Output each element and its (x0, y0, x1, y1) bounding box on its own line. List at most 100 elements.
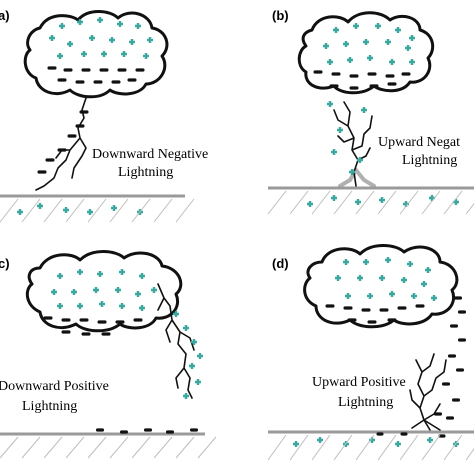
plus-charge-icon (77, 269, 83, 275)
panel-c-caption-line1: Downward Positive (0, 379, 109, 394)
plus-charge-icon (317, 437, 323, 443)
plus-charge-icon (139, 273, 145, 279)
plus-charge-icon (99, 301, 105, 307)
plus-charge-icon (57, 53, 63, 59)
plus-charge-icon (425, 267, 431, 273)
ground-hatch-line (87, 436, 107, 459)
plus-charge-icon (307, 201, 313, 207)
minus-charge-icon (385, 74, 395, 78)
panel-c: c) Downward Positive Lightning (0, 250, 205, 436)
plus-charge-icon (195, 379, 201, 385)
plus-charge-icon (405, 45, 411, 51)
panel-b-caption-line1: Upward Negat (378, 135, 460, 150)
ground-hatch-line (311, 190, 331, 215)
plus-charge-icon (119, 269, 125, 275)
ground-hatch-line (465, 202, 474, 215)
plus-charge-icon (323, 43, 329, 49)
minus-charge-icon (379, 308, 389, 312)
ground-hatch-line (421, 190, 441, 215)
minus-charge-icon (458, 338, 466, 342)
panel-c-lightning-bolt (157, 283, 195, 399)
plus-charge-icon (77, 303, 83, 309)
panel-b-lightning-bolt (333, 101, 373, 187)
minus-charge-icon (376, 432, 384, 436)
minus-charge-icon (75, 124, 85, 128)
panel-a-caption-line1: Downward Negative (92, 147, 208, 162)
plus-charge-icon (101, 51, 107, 57)
plus-charge-icon (389, 291, 395, 297)
plus-charge-icon (331, 149, 337, 155)
plus-charge-icon (389, 59, 395, 65)
panel-a-lightning-bolt (35, 97, 87, 191)
plus-charge-icon (431, 295, 437, 301)
minus-charge-icon (452, 398, 460, 402)
ground-hatch-line (21, 198, 41, 223)
plus-charge-icon (345, 293, 351, 299)
ground-hatch-line (153, 198, 173, 223)
minus-charge-icon (442, 382, 450, 386)
plus-charge-icon (407, 261, 413, 267)
ground-hatch-line (289, 434, 309, 461)
ground-hatch-line (443, 434, 463, 461)
ground-hatch-line (333, 434, 353, 461)
minus-charge-icon (369, 84, 379, 88)
ground-hatch-line (355, 434, 375, 461)
plus-charge-icon (173, 311, 179, 317)
plus-charge-icon (67, 41, 73, 47)
plus-charge-icon (197, 353, 203, 359)
minus-charge-icon (401, 72, 411, 76)
plus-charge-icon (71, 289, 77, 295)
plus-charge-icon (327, 101, 333, 107)
ground-hatch-line (43, 436, 63, 459)
panel-d-caption-line1: Upward Positive (312, 375, 406, 390)
ground-hatch-line (377, 190, 397, 215)
panel-d-caption-line2: Lightning (338, 395, 393, 410)
ground-hatch-line (267, 190, 287, 215)
minus-charge-icon (81, 332, 91, 336)
ground-hatch-line (399, 190, 419, 215)
minus-charge-icon (57, 78, 67, 82)
panel-c-caption-line2: Lightning (22, 399, 77, 414)
minus-charge-icon (450, 324, 458, 328)
plus-charge-icon (135, 291, 141, 297)
plus-charge-icon (59, 23, 65, 29)
ground-hatch-line (421, 434, 441, 461)
plus-charge-icon (139, 305, 145, 311)
minus-charge-icon (61, 318, 71, 322)
minus-charge-icon (361, 308, 371, 312)
minus-charge-icon (115, 320, 125, 324)
plus-charge-icon (363, 259, 369, 265)
plus-charge-icon (357, 275, 363, 281)
plus-charge-icon (81, 51, 87, 57)
plus-charge-icon (191, 339, 197, 345)
plus-charge-icon (385, 39, 391, 45)
panel-b: (b) Upward Negat Lightning (268, 8, 474, 190)
minus-charge-icon (387, 82, 397, 86)
plus-charge-icon (379, 197, 385, 203)
plus-charge-icon (363, 39, 369, 45)
minus-charge-icon (101, 332, 111, 336)
minus-charge-icon (458, 310, 466, 314)
minus-charge-icon (111, 80, 121, 84)
minus-charge-icon (61, 330, 71, 334)
plus-charge-icon (17, 209, 23, 215)
ground-hatch-line (21, 436, 41, 459)
ground-hatch-line (333, 190, 353, 215)
plus-charge-icon (57, 273, 63, 279)
ground-hatch-line (311, 434, 331, 461)
minus-charge-icon (99, 68, 109, 72)
ground-hatch-line (175, 198, 195, 223)
plus-charge-icon (135, 23, 141, 29)
minus-charge-icon (43, 316, 53, 320)
plus-charge-icon (129, 39, 135, 45)
plus-charge-icon (119, 303, 125, 309)
plus-charge-icon (97, 17, 103, 23)
plus-charge-icon (151, 287, 157, 293)
plus-charge-icon (89, 35, 95, 41)
plus-charge-icon (421, 281, 427, 287)
ground-hatch-line (377, 434, 397, 461)
plus-charge-icon (121, 51, 127, 57)
minus-charge-icon (448, 354, 456, 358)
ground-hatch-line (289, 190, 309, 215)
